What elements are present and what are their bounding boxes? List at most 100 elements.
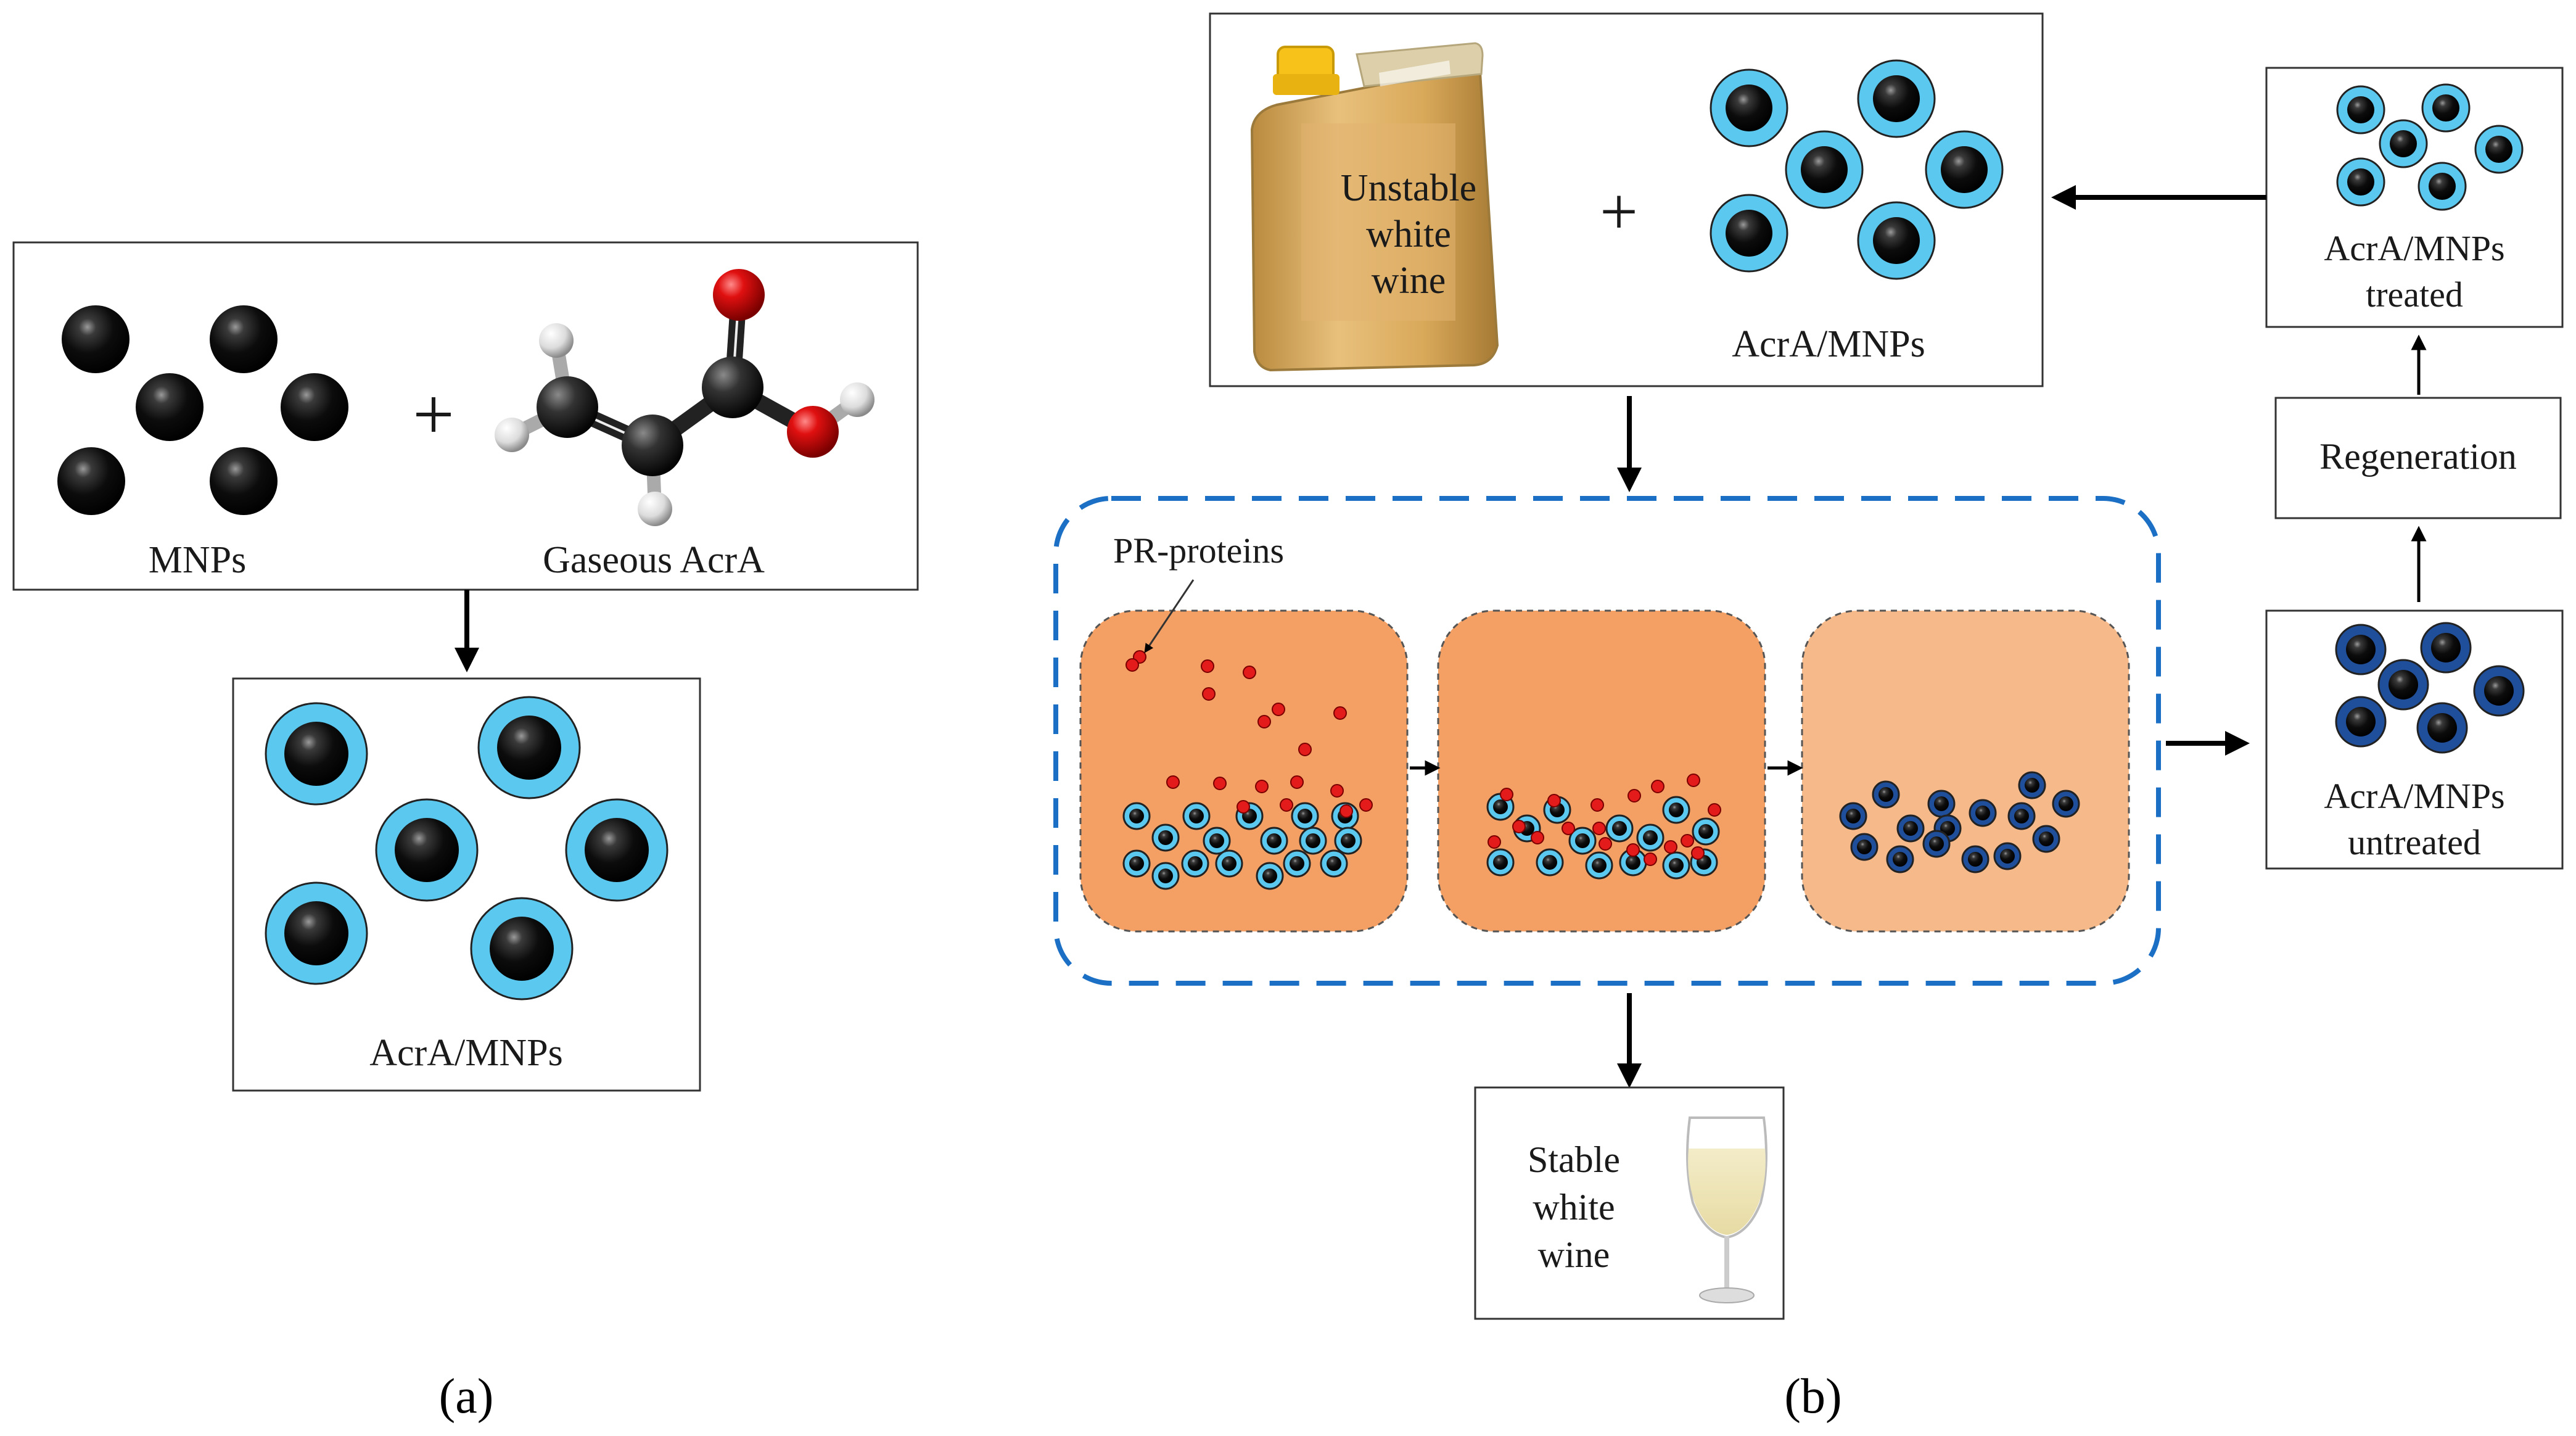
panel-a-label: (a) (439, 1369, 494, 1424)
nanoparticle (57, 447, 125, 515)
particle-core (2039, 831, 2054, 846)
treated-cluster (2336, 83, 2524, 211)
mix-caption: AcrA/MNPs (1732, 323, 1925, 365)
pr-protein (1500, 788, 1513, 801)
acrylic-acid-molecule (495, 269, 874, 526)
oxygen-atom (787, 406, 839, 458)
particle-core (1643, 830, 1658, 845)
particle-core (1341, 833, 1356, 848)
untreated-cluster (2335, 622, 2525, 754)
particle-core (1726, 210, 1772, 257)
pr-protein (1627, 789, 1641, 803)
pr-protein (1298, 743, 1312, 756)
mnps-caption: MNPs (149, 539, 247, 581)
particle-core (1542, 855, 1557, 870)
oxygen-atom (713, 269, 765, 321)
untreated-caption-line-2: untreated (2348, 822, 2481, 862)
pr-protein (1201, 659, 1214, 673)
particle-core (1846, 809, 1861, 823)
panel-b-label: (b) (1784, 1369, 1841, 1424)
particle-core (1893, 852, 1907, 867)
pr-protein (1243, 666, 1256, 679)
particle-core (1129, 809, 1144, 823)
particle-core (2346, 635, 2376, 664)
nanoparticle (210, 447, 278, 515)
mnps-cluster (57, 305, 348, 515)
mix-plus-sign: + (1600, 174, 1638, 249)
particle-core (585, 818, 649, 882)
stable-text-line-2: white (1533, 1187, 1615, 1228)
particle-core (2000, 849, 2015, 864)
pr-protein (1681, 834, 1694, 848)
pr-protein (1599, 837, 1612, 851)
panel-b: Unstable white wine + AcrA/MNPs PR-prote… (1053, 12, 2564, 1424)
particle-core (1158, 830, 1173, 845)
particle-core (2346, 707, 2376, 737)
wine-glass-icon (1686, 1116, 1767, 1303)
treated-caption-line-2: treated (2366, 274, 2463, 315)
stable-text-line-3: wine (1538, 1234, 1610, 1275)
pr-protein (1512, 820, 1526, 833)
hydrogen-atom (638, 492, 672, 526)
carbon-atom (622, 415, 683, 476)
particle-core (1698, 824, 1713, 839)
pr-protein (1488, 835, 1501, 849)
particle-core (497, 716, 561, 780)
particle-core (1189, 809, 1204, 823)
particle-core (1873, 217, 1920, 264)
bath-2 (1437, 609, 1766, 933)
particle-core (1873, 75, 1920, 122)
regeneration-label: Regeneration (2319, 436, 2517, 477)
wine-jug-icon: Unstable white wine (1250, 42, 1499, 372)
bath-2-contents (1486, 774, 1721, 880)
particle-core (1975, 806, 1990, 820)
pr-proteins-pointer (1144, 579, 1195, 653)
particle-core (1493, 799, 1508, 814)
pr-protein (1708, 803, 1721, 817)
particle-core (1222, 856, 1237, 871)
pr-protein (1626, 843, 1640, 857)
particle-core (1903, 821, 1918, 836)
particle-core (1306, 833, 1320, 848)
particle-core (1493, 855, 1508, 870)
particle-core (1262, 869, 1277, 883)
bath-3-contents (1839, 771, 2080, 873)
untreated-caption-line-1: AcrA/MNPs (2324, 776, 2504, 816)
pr-protein (1125, 658, 1139, 672)
particle-core (2429, 173, 2456, 200)
pr-protein (1687, 774, 1700, 787)
nanoparticle (281, 373, 348, 441)
particle-core (1612, 821, 1627, 836)
pr-protein (1280, 798, 1293, 812)
particle-core (1298, 809, 1312, 823)
hydrogen-atom (495, 418, 529, 452)
particle-core (1669, 858, 1684, 873)
regeneration-box (2274, 397, 2562, 519)
particle-core (1158, 869, 1173, 883)
particle-core (2347, 168, 2374, 196)
particle-core (2025, 778, 2039, 793)
hydrogen-atom (840, 382, 874, 417)
plus-sign: + (413, 373, 455, 455)
bath-3 (1801, 609, 2130, 933)
particle-core (2427, 713, 2457, 743)
particle-core (2389, 670, 2418, 699)
particle-core (490, 917, 554, 981)
particle-core (2432, 94, 2459, 122)
jug-text-line-2: white (1366, 213, 1451, 255)
pr-protein (1644, 852, 1657, 866)
particle-core (2347, 96, 2374, 123)
acra-mnps-cluster (265, 696, 669, 1001)
process-container (1053, 496, 2161, 986)
nanoparticle (62, 305, 130, 373)
bath-1 (1079, 609, 1409, 933)
carbon-atom (537, 376, 598, 438)
particle-core (2484, 676, 2514, 706)
particle-core (2014, 809, 2029, 823)
jug-text-line-1: Unstable (1341, 167, 1476, 209)
pr-protein (1290, 775, 1304, 789)
pr-protein (1359, 798, 1373, 812)
particle-core (1669, 803, 1684, 817)
pr-protein (1166, 775, 1180, 789)
nanoparticle (210, 305, 278, 373)
